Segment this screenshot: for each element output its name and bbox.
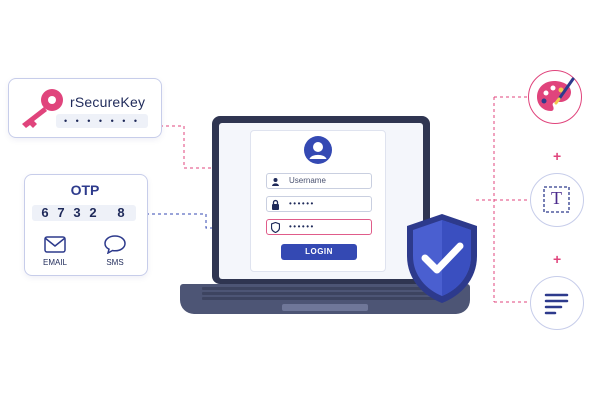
otp-connector	[146, 213, 212, 229]
shield-small-icon	[271, 222, 280, 233]
laptop-trackpad	[282, 304, 368, 311]
user-icon	[272, 178, 279, 186]
envelope-icon[interactable]	[44, 236, 66, 253]
otp-card	[24, 174, 148, 276]
otp-digit: 7	[57, 205, 65, 220]
otp-digit: 2	[89, 205, 97, 220]
text-t-icon	[543, 186, 570, 213]
otp-option-sms[interactable]: SMS	[106, 258, 124, 267]
login-button[interactable]: LOGIN	[281, 244, 357, 260]
otp-digit: 3	[73, 205, 81, 220]
otp-digit: 8	[117, 205, 125, 220]
palette-icon	[537, 77, 575, 111]
otp-code-field[interactable]: ••••••	[266, 219, 372, 235]
chat-bubble-icon[interactable]	[103, 234, 127, 254]
shield-check-icon	[407, 214, 477, 303]
username-field[interactable]: Username	[266, 173, 372, 189]
otp-mask: ••••••	[289, 222, 315, 231]
docs-app-circle[interactable]	[530, 276, 584, 330]
brand-name: rSecureKey	[70, 94, 146, 110]
key-icon	[22, 89, 63, 128]
palette-app-circle[interactable]	[528, 70, 582, 124]
security-key-card	[8, 78, 162, 138]
lock-icon	[272, 199, 279, 210]
password-mask: ••••••	[289, 199, 315, 208]
username-placeholder: Username	[289, 176, 326, 185]
otp-title: OTP	[70, 182, 100, 198]
user-avatar-icon	[304, 136, 332, 164]
text-app-circle[interactable]: T	[530, 173, 584, 227]
key-connector	[160, 125, 212, 169]
key-mask: • • • • • • •	[56, 114, 148, 128]
otp-option-email[interactable]: EMAIL	[42, 258, 67, 267]
text-glyph: T	[551, 188, 562, 208]
lines-icon	[544, 293, 569, 315]
plus-icon: +	[553, 251, 562, 267]
password-field[interactable]: ••••••	[266, 196, 372, 212]
otp-digits-bar	[32, 205, 136, 221]
laptop-keyboard	[202, 287, 448, 300]
plus-icon: +	[553, 148, 562, 164]
otp-digit: 6	[41, 205, 49, 220]
